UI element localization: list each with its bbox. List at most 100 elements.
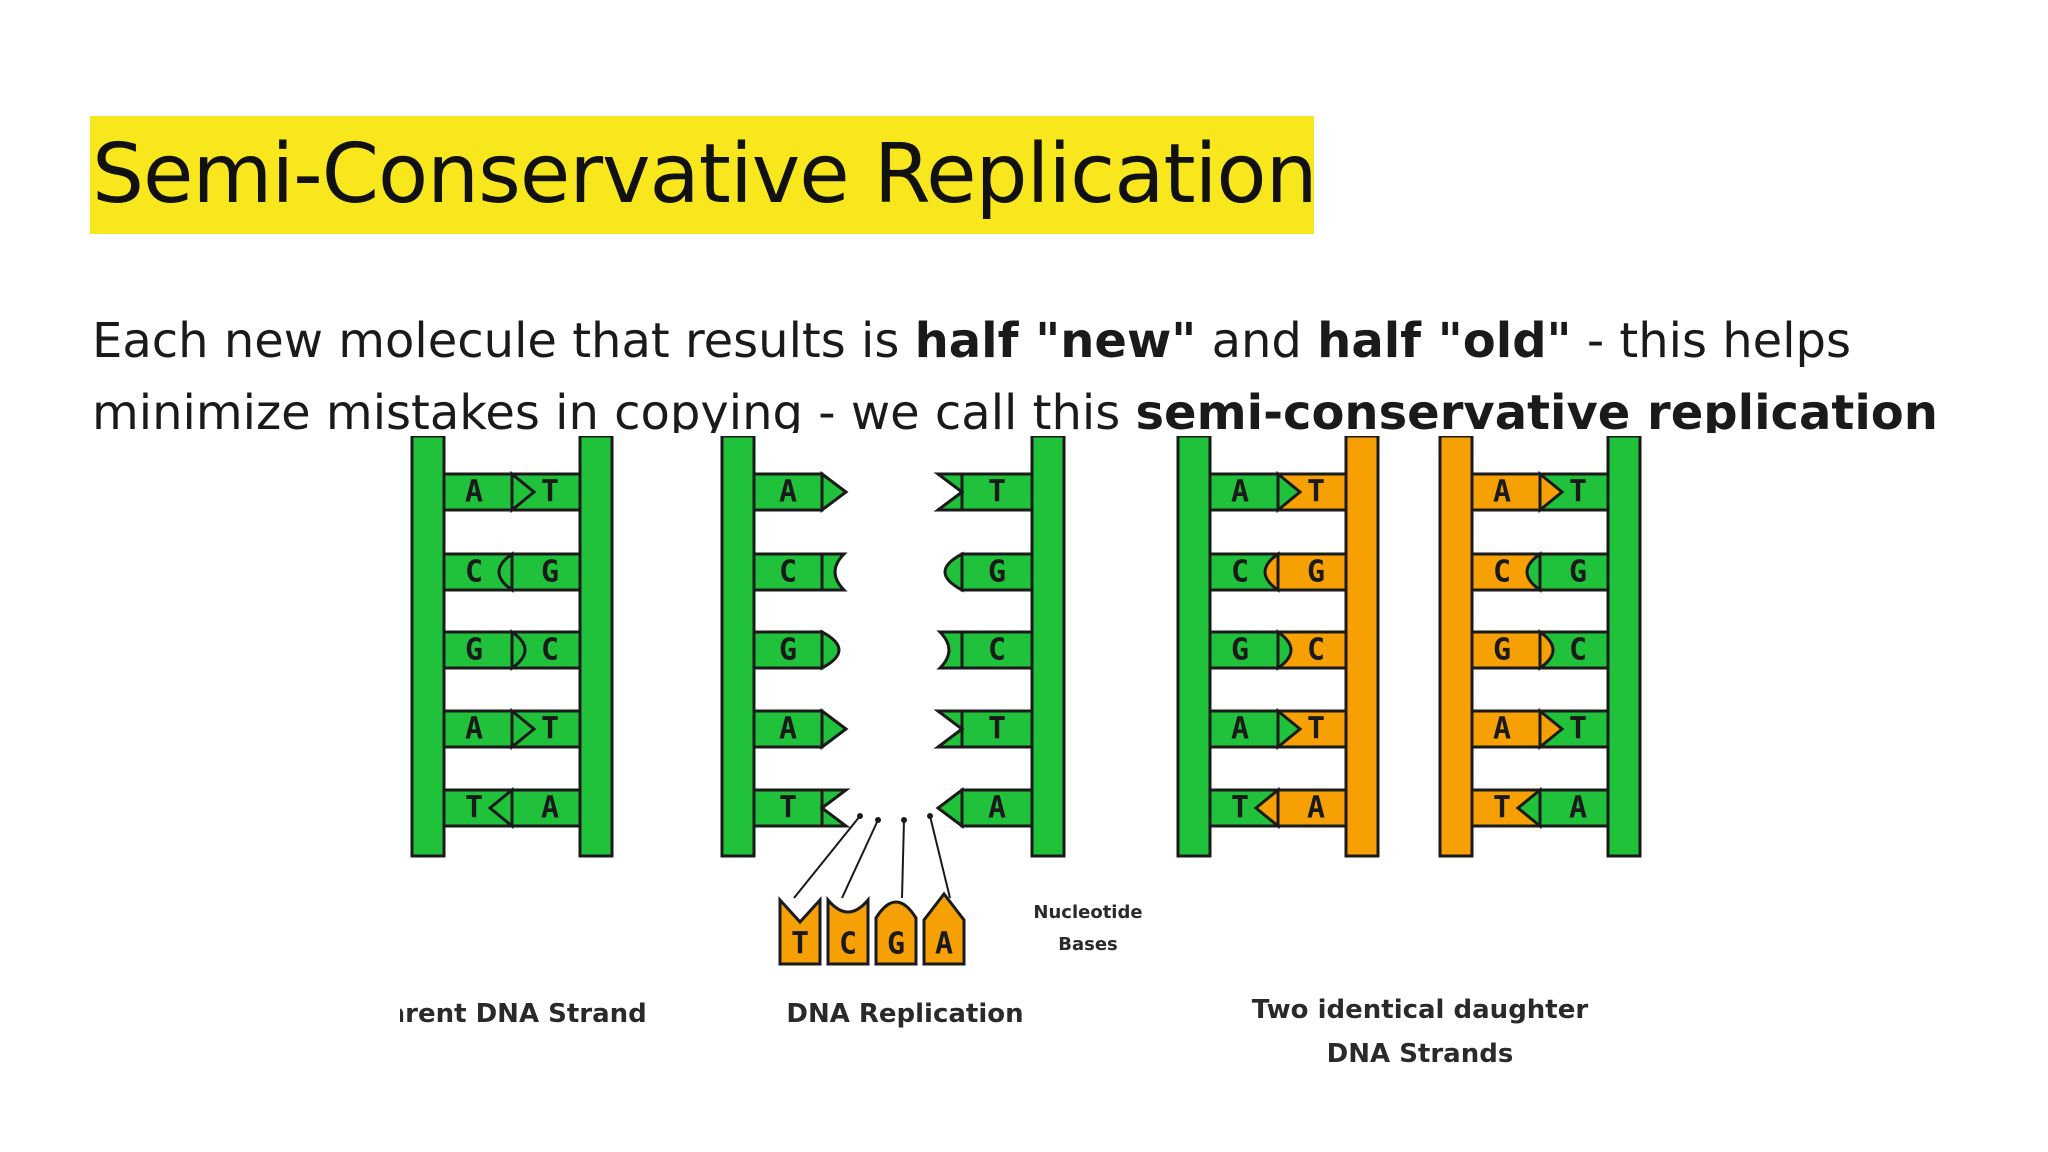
- parent-base-1-left: C: [465, 555, 483, 590]
- parent-base-0-right: T: [541, 475, 559, 510]
- free-nucleotide-0: [778, 896, 822, 966]
- daughter-1-backbone-left: [1176, 436, 1212, 858]
- replication-left-base-3-label: A: [779, 712, 797, 747]
- replication-right-base-0-label: T: [988, 475, 1006, 510]
- daughter-2-base-4-left: T: [1493, 791, 1511, 826]
- parent-base-4-right: A: [541, 791, 559, 826]
- caption-daughter-line-2: DNA Strands: [1327, 1039, 1514, 1069]
- parent-joint-4: [487, 786, 514, 830]
- replication-right-base-0-tip: [933, 472, 965, 512]
- replication-left-base-4-tip: [819, 788, 851, 828]
- replication-left-base-1-label: C: [779, 555, 797, 590]
- daughter-1-joint-2: [1276, 629, 1293, 671]
- replication-left-base-3-tip: [820, 708, 849, 750]
- daughter-2-base-3-right: T: [1569, 712, 1587, 747]
- caption-nucleotide-line-2: Bases: [1058, 934, 1118, 955]
- replication-left-base-4-label: T: [779, 791, 797, 826]
- replication-left-base-2-tip: [820, 629, 841, 671]
- daughter-1-base-0-left: A: [1231, 475, 1249, 510]
- replication-right-base-1-label: G: [988, 555, 1006, 590]
- daughter-2-backbone-right: [1606, 436, 1642, 858]
- replication-left-base-0-tip: [820, 471, 849, 513]
- daughter-2-base-0-right: T: [1569, 475, 1587, 510]
- replication-right-base-4-label: A: [988, 791, 1006, 826]
- free-nucleotide-1-label: C: [839, 927, 857, 962]
- nucleotide-arrow-head-2: [901, 817, 907, 823]
- replication-left-base-1-tip: [820, 552, 848, 592]
- replication-left-base-0-label: A: [779, 475, 797, 510]
- parent-base-1-right: G: [541, 555, 559, 590]
- free-nucleotide-3: [922, 891, 966, 966]
- daughter-1-joint-4: [1253, 786, 1280, 830]
- daughter-2-base-2-right: C: [1569, 633, 1587, 668]
- daughter-1-base-1-left: C: [1231, 555, 1249, 590]
- daughter-2-rung-1-right: [1538, 552, 1610, 592]
- replication-right-base-3-tip: [933, 709, 965, 749]
- replication-right-base-0: [960, 472, 1034, 512]
- parent-base-2-left: G: [465, 633, 483, 668]
- caption-parent-strand: Parent DNA Strand: [400, 999, 647, 1029]
- daughter-2-base-4-right: A: [1569, 791, 1587, 826]
- emphasis-half-old: half "old": [1317, 313, 1572, 369]
- daughter-1-rung-0-left: [1208, 472, 1280, 512]
- replication-right-base-3-label: T: [988, 712, 1006, 747]
- parent-joint-0: [510, 470, 537, 514]
- daughter-2-rung-0-left: [1470, 472, 1542, 512]
- daughter-2-rung-4-right: [1538, 788, 1610, 828]
- daughter-2-base-2-left: G: [1493, 633, 1511, 668]
- daughter-1-joint-3: [1276, 707, 1303, 751]
- parent-base-3-right: T: [541, 712, 559, 747]
- daughter-2-rung-3-left: [1470, 709, 1542, 749]
- daughter-2-joint-2: [1538, 629, 1555, 671]
- nucleotide-arrow-0: [793, 815, 861, 899]
- parent-joint-2: [510, 629, 527, 671]
- parent-joint-3: [510, 707, 537, 751]
- free-nucleotide-2-label: G: [887, 927, 905, 962]
- daughter-1-base-4-right: A: [1307, 791, 1325, 826]
- replication-right-base-4-tip: [935, 787, 964, 829]
- parent-base-0-left: A: [465, 475, 483, 510]
- daughter-2-joint-4: [1515, 786, 1542, 830]
- nucleotide-arrow-2: [901, 819, 905, 899]
- parent-backbone-right: [578, 436, 614, 858]
- replication-right-base-2-label: C: [988, 633, 1006, 668]
- daughter-1-base-2-right: C: [1307, 633, 1325, 668]
- parent-base-4-left: T: [465, 791, 483, 826]
- daughter-1-base-0-right: T: [1307, 475, 1325, 510]
- replication-right-base-1-tip: [943, 551, 964, 593]
- free-nucleotide-2: [874, 900, 918, 966]
- replication-right-base-2: [960, 630, 1034, 670]
- daughter-1-joint-0: [1276, 470, 1303, 514]
- daughter-2-joint-0: [1538, 470, 1565, 514]
- replication-left-base-4: [752, 788, 824, 828]
- replication-right-base-2-tip: [936, 630, 964, 670]
- free-nucleotide-3-label: A: [935, 927, 953, 962]
- parent-base-3-left: A: [465, 712, 483, 747]
- free-nucleotide-1: [826, 895, 870, 966]
- replication-backbone-left: [720, 436, 756, 858]
- daughter-2-base-1-left: C: [1493, 555, 1511, 590]
- daughter-2-backbone-left: [1438, 436, 1474, 858]
- daughter-1-joint-1: [1263, 551, 1280, 593]
- replication-left-base-2: [752, 630, 824, 670]
- nucleotide-arrow-3: [929, 815, 951, 899]
- caption-dna-replication: DNA Replication: [786, 999, 1023, 1029]
- replication-right-base-4: [960, 788, 1034, 828]
- slide-title: Semi-Conservative Replication: [90, 116, 1318, 234]
- daughter-2-base-3-left: A: [1493, 712, 1511, 747]
- daughter-2-joint-3: [1538, 707, 1565, 751]
- slide-body-text: Each new molecule that results is half "…: [92, 305, 1972, 433]
- caption-daughter-line-1: Two identical daughter: [1252, 995, 1589, 1025]
- daughter-2-base-0-left: A: [1493, 475, 1511, 510]
- daughter-1-base-3-left: A: [1231, 712, 1249, 747]
- caption-nucleotide-line-1: Nucleotide: [1033, 902, 1142, 923]
- daughter-1-base-4-left: T: [1231, 791, 1249, 826]
- daughter-1-backbone-right: [1344, 436, 1380, 858]
- daughter-2-base-1-right: G: [1569, 555, 1587, 590]
- daughter-1-base-2-left: G: [1231, 633, 1249, 668]
- daughter-1-base-3-right: T: [1307, 712, 1325, 747]
- nucleotide-arrow-1: [841, 819, 879, 899]
- parent-joint-1: [497, 551, 514, 593]
- nucleotide-arrow-head-1: [875, 817, 881, 823]
